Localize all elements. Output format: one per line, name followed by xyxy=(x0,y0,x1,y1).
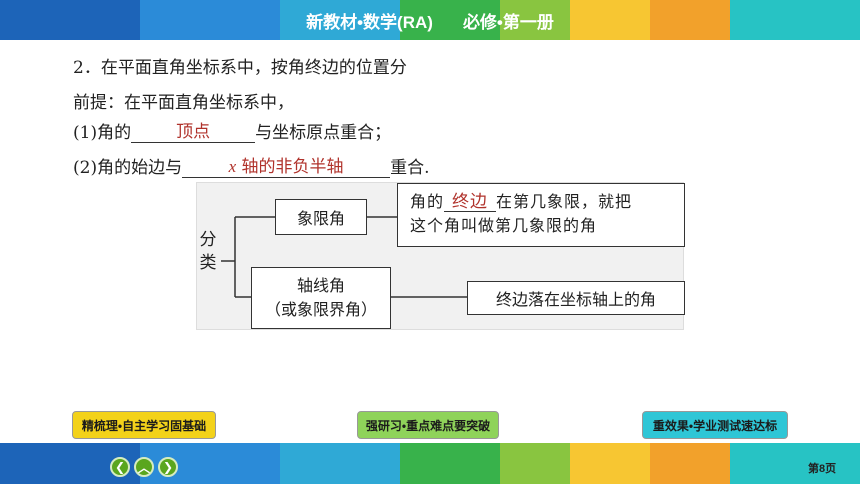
axis-angle-line1: 轴线角 xyxy=(296,276,345,295)
band-seg xyxy=(730,443,860,484)
classify-label: 分 类 xyxy=(197,229,219,275)
classify-label-1: 分 xyxy=(199,230,217,250)
axis-angle-line2: （或象限界角） xyxy=(264,300,377,319)
band-seg xyxy=(400,443,500,484)
axis-desc-box: 终边落在坐标轴上的角 xyxy=(467,281,685,315)
band-seg xyxy=(570,0,650,40)
item2-suffix: 重合. xyxy=(390,158,430,178)
quadrant-desc-box: 角的终边在第几象限，就把 这个角叫做第几象限的角 xyxy=(397,183,685,247)
item2-answer-x: x xyxy=(228,157,237,176)
page-number: 第8页 xyxy=(808,463,837,475)
band-seg xyxy=(570,443,650,484)
nav-btn-focus[interactable]: 强研习•重点难点要突破 xyxy=(357,411,499,439)
quadrant-desc-answer: 终边 xyxy=(444,193,497,212)
band-seg xyxy=(140,0,280,40)
band-seg xyxy=(730,0,860,40)
nav-btn-test[interactable]: 重效果•学业测试速达标 xyxy=(642,411,788,439)
quadrant-desc-prefix: 角的 xyxy=(410,192,445,211)
band-seg xyxy=(0,0,140,40)
quadrant-desc-line1: 角的终边在第几象限，就把 xyxy=(410,190,684,214)
axis-angle-box: 轴线角 （或象限界角） xyxy=(251,267,391,329)
band-seg xyxy=(280,0,400,40)
bottom-banner xyxy=(0,443,860,484)
band-seg xyxy=(400,0,500,40)
header-title-right: 必修•第一册 xyxy=(462,12,554,32)
prev-page-icon[interactable]: ❮ xyxy=(110,457,130,477)
item1-suffix: 与坐标原点重合； xyxy=(255,123,392,143)
item1: (1)角的顶点与坐标原点重合； xyxy=(73,118,391,143)
quadrant-angle-box: 象限角 xyxy=(275,199,367,235)
header-title-left: 新教材•数学(RA) xyxy=(306,12,433,32)
classification-diagram: 分 类 象限角 角的终边在第几象限，就把 这个角叫做第几象限的角 轴线角 （或象… xyxy=(196,182,685,330)
item2-answer: x 轴的非负半轴 xyxy=(182,157,391,178)
item2-prefix: (2)角的始边与 xyxy=(73,158,183,178)
premise-text: 前提：在平面直角坐标系中， xyxy=(73,93,294,113)
nav-btn-study[interactable]: 精梳理•自主学习固基础 xyxy=(72,411,216,439)
band-seg xyxy=(500,0,570,40)
classify-label-2: 类 xyxy=(199,253,217,273)
band-seg xyxy=(280,443,400,484)
section-heading: 2．在平面直角坐标系中，按角终边的位置分 xyxy=(73,58,407,78)
band-seg xyxy=(500,443,570,484)
home-up-icon[interactable]: ︿ xyxy=(134,457,154,477)
header-title: 新教材•数学(RA) 必修•第一册 xyxy=(0,0,860,40)
quadrant-desc-mid: 在第几象限，就把 xyxy=(496,192,633,211)
next-page-icon[interactable]: ❯ xyxy=(158,457,178,477)
quadrant-desc-line2: 这个角叫做第几象限的角 xyxy=(410,216,598,235)
band-seg xyxy=(650,0,730,40)
item1-answer: 顶点 xyxy=(131,122,256,143)
item1-prefix: (1)角的 xyxy=(73,123,132,143)
item2-answer-rest: 轴的非负半轴 xyxy=(236,157,344,177)
diagram-connectors xyxy=(221,216,467,298)
top-banner xyxy=(0,0,860,40)
band-seg xyxy=(650,443,730,484)
